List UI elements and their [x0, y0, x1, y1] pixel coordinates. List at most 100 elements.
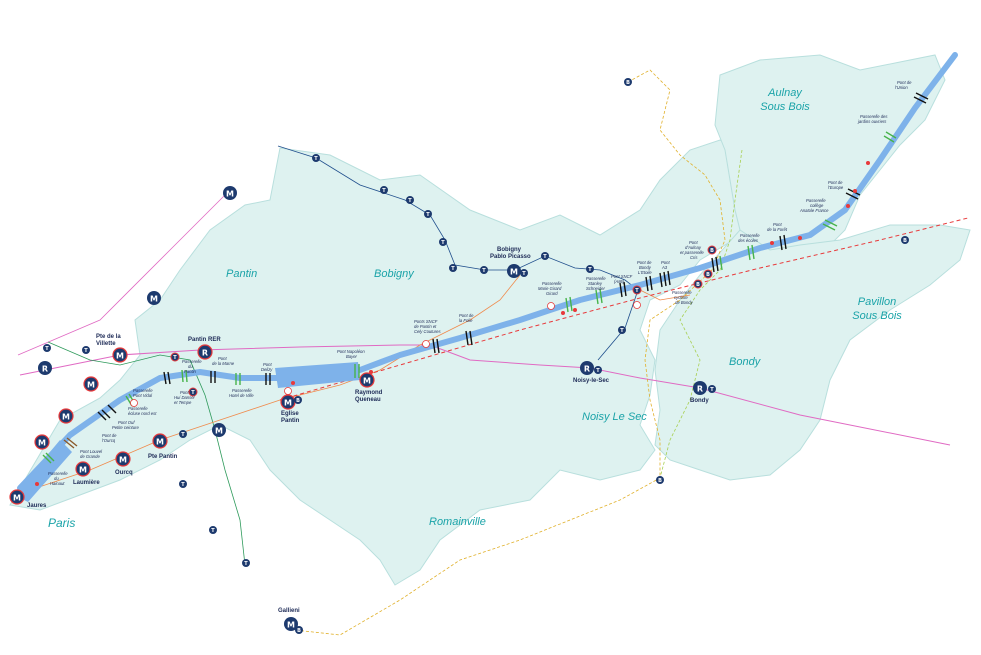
svg-text:B: B	[297, 628, 301, 634]
tram-stop-icon[interactable]: T	[380, 186, 388, 194]
crossing-label: Pont Louvel	[80, 449, 103, 454]
crossing-label: Passerelle	[48, 471, 68, 476]
crossing-label: Passerelle	[740, 233, 760, 238]
crossing-label: Pont Vidal	[133, 393, 153, 398]
tram-t3b-green	[47, 341, 246, 566]
poi-icon	[291, 381, 295, 385]
town-aulnay-line2: Sous Bois	[760, 101, 810, 113]
tram-stop-icon[interactable]: T	[179, 480, 187, 488]
town-bondy: Bondy	[729, 356, 762, 368]
station-label-raymond-2: Queneau	[355, 397, 381, 403]
boat-stop-icon	[130, 399, 138, 407]
metro-station-icon[interactable]: M	[75, 461, 91, 477]
town-pavillon-line1: Pavillon	[858, 296, 897, 308]
station-label-jaures: Jaures	[27, 503, 47, 509]
svg-text:T: T	[314, 156, 318, 162]
tram-stop-icon[interactable]: T	[520, 269, 528, 277]
station-label-noisy: Noisy-le-Sec	[573, 378, 610, 384]
bus-stop-icon[interactable]: B	[901, 236, 909, 244]
boat-stops	[130, 301, 641, 407]
tram-stop-icon[interactable]: T	[170, 352, 180, 362]
station-label-ourcq: Ourcq	[115, 470, 133, 476]
tram-stop-icon[interactable]: T	[209, 526, 217, 534]
station-label-pte-villette-2: Villette	[96, 341, 116, 347]
bus-stop-icon[interactable]: B	[703, 269, 713, 279]
metro-station-icon[interactable]: M	[112, 347, 128, 363]
tram-stop-icon[interactable]: T	[179, 430, 187, 438]
crossing-label: Schneider	[586, 286, 605, 291]
tram-stop-icon[interactable]: T	[406, 196, 414, 204]
metro-station-icon[interactable]: M	[284, 617, 298, 631]
crossing-label: cycliste	[674, 295, 688, 300]
bus-stop-icon[interactable]: B	[707, 245, 717, 255]
town-romainville: Romainville	[429, 516, 486, 528]
station-label-eglise-1: Eglise	[281, 411, 299, 417]
station-label-laumiere: Laumière	[73, 480, 100, 486]
rer-station-icon[interactable]: R	[197, 344, 213, 360]
station-badges: M M M M M M M M M M M M M M M R R R R T …	[9, 78, 909, 634]
tram-stop-icon[interactable]: T	[594, 366, 602, 374]
svg-text:T: T	[408, 198, 412, 204]
svg-text:T: T	[588, 267, 592, 273]
tram-stop-icon[interactable]: T	[618, 326, 626, 334]
boat-stop-icon	[547, 302, 555, 310]
svg-text:B: B	[696, 282, 700, 288]
orange-line-east	[639, 289, 691, 301]
crossing-label: Pont de	[897, 80, 912, 85]
metro-station-icon[interactable]: M	[359, 372, 375, 388]
metro-station-icon[interactable]: M	[34, 434, 50, 450]
metro-station-icon[interactable]: M	[83, 376, 99, 392]
bus-stop-icon[interactable]: B	[294, 396, 302, 404]
metro-station-icon[interactable]: M	[223, 186, 237, 200]
crossing-label: collège	[810, 203, 824, 208]
territory-aulnay	[714, 54, 946, 271]
bridge-union	[913, 92, 929, 104]
station-label-pte-villette-1: Pte de la	[96, 334, 121, 340]
metro-station-icon[interactable]: M	[147, 291, 161, 305]
metro-station-icon[interactable]: M	[115, 451, 131, 467]
tram-stop-icon[interactable]: T	[586, 265, 594, 273]
crossing-label: du	[54, 476, 59, 481]
rer-station-icon[interactable]: R	[693, 381, 707, 395]
metro-station-icon[interactable]: M	[9, 489, 25, 505]
poi-icon	[770, 241, 774, 245]
crossing-label: Passerelle	[586, 276, 606, 281]
metro-station-icon[interactable]: M	[212, 423, 226, 437]
svg-text:B: B	[296, 398, 300, 404]
metro-station-icon[interactable]: M	[58, 408, 74, 424]
tram-stop-icon[interactable]: T	[82, 346, 90, 354]
tram-stop-icon[interactable]: T	[541, 252, 549, 260]
crossing-label: Passerelle	[672, 290, 692, 295]
tram-stop-icon[interactable]: T	[449, 264, 457, 272]
tram-stop-icon[interactable]: T	[439, 238, 447, 246]
tram-stop-icon[interactable]: T	[312, 154, 320, 162]
tram-stop-icon[interactable]: T	[43, 344, 51, 352]
poi-icon	[369, 370, 373, 374]
svg-text:T: T	[191, 390, 195, 396]
tram-stop-icon[interactable]: T	[242, 559, 250, 567]
metro-station-icon[interactable]: M	[280, 394, 296, 410]
poi-icon	[561, 311, 565, 315]
metro-station-icon[interactable]: M	[507, 264, 521, 278]
tram-stop-icon[interactable]: T	[708, 385, 716, 393]
bus-stop-icon[interactable]: B	[295, 626, 303, 634]
rer-station-icon[interactable]: R	[580, 361, 594, 375]
bus-dashed-yellow	[294, 69, 726, 636]
crossing-label: Hui Dansel	[174, 395, 196, 400]
bus-stop-icon[interactable]: B	[693, 279, 703, 289]
rer-station-icon[interactable]: R	[38, 361, 52, 375]
tram-stop-icon[interactable]: T	[188, 387, 198, 397]
tram-stop-icon[interactable]: T	[632, 285, 642, 295]
canal-main	[17, 52, 958, 491]
crossing-label: Pont	[218, 356, 227, 361]
boat-stop-icon	[284, 387, 292, 395]
canal-port-pantin	[275, 362, 360, 388]
tram-stop-icon[interactable]: T	[480, 266, 488, 274]
metro-station-icon[interactable]: M	[152, 433, 168, 449]
crossing-label: jardins ouvriers	[857, 119, 887, 124]
bus-stop-icon[interactable]: B	[624, 78, 632, 86]
bus-stop-icon[interactable]: B	[656, 476, 664, 484]
tram-stop-icon[interactable]: T	[424, 210, 432, 218]
crossing-label: Marie Girard	[538, 286, 562, 291]
